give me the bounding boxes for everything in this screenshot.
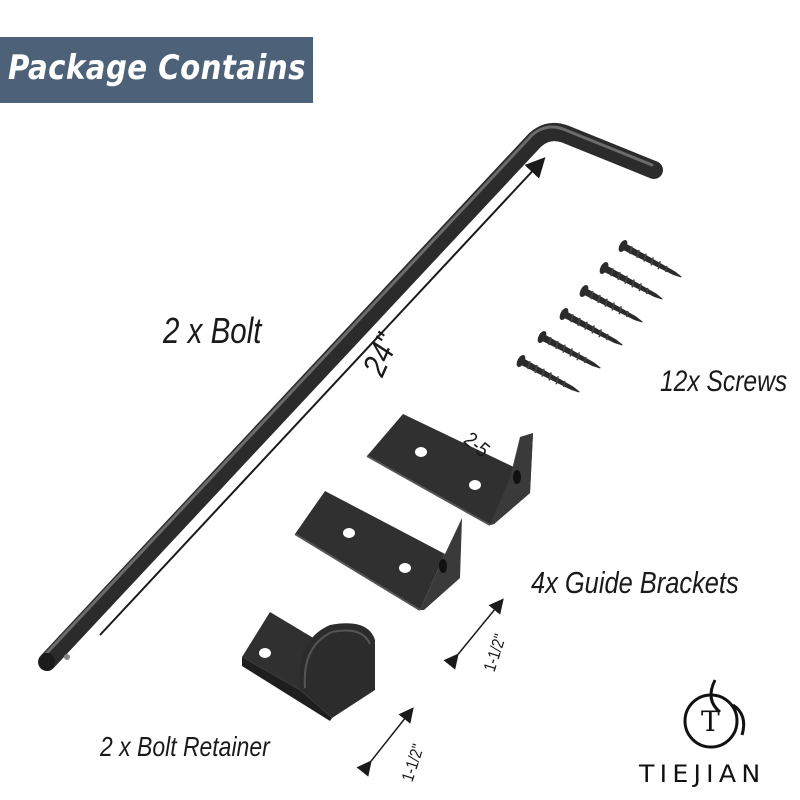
- logo-letter: T: [701, 705, 720, 738]
- bolt-label: 2 x Bolt: [163, 310, 262, 351]
- guide-bracket-icon: [366, 414, 533, 526]
- bracket-size-arrow: [443, 598, 504, 670]
- brand-name: TIEJIAN: [639, 760, 766, 788]
- screws-label: 12x Screws: [660, 365, 788, 398]
- guide-brackets-label: 4x Guide Brackets: [531, 565, 739, 600]
- retainer-size-arrow: [356, 707, 414, 777]
- guide-bracket-icon: [294, 491, 462, 611]
- package-contains-banner: Package Contains: [0, 37, 313, 103]
- banner-title: Package Contains: [8, 48, 306, 88]
- bolt-retainer-label: 2 x Bolt Retainer: [100, 731, 270, 762]
- bolt-retainer-icon: [242, 612, 375, 721]
- brand-logo: [683, 679, 746, 749]
- bolt-icon: [38, 123, 663, 671]
- bolt-length-arrow: [99, 157, 546, 636]
- screws-icon: [516, 240, 682, 393]
